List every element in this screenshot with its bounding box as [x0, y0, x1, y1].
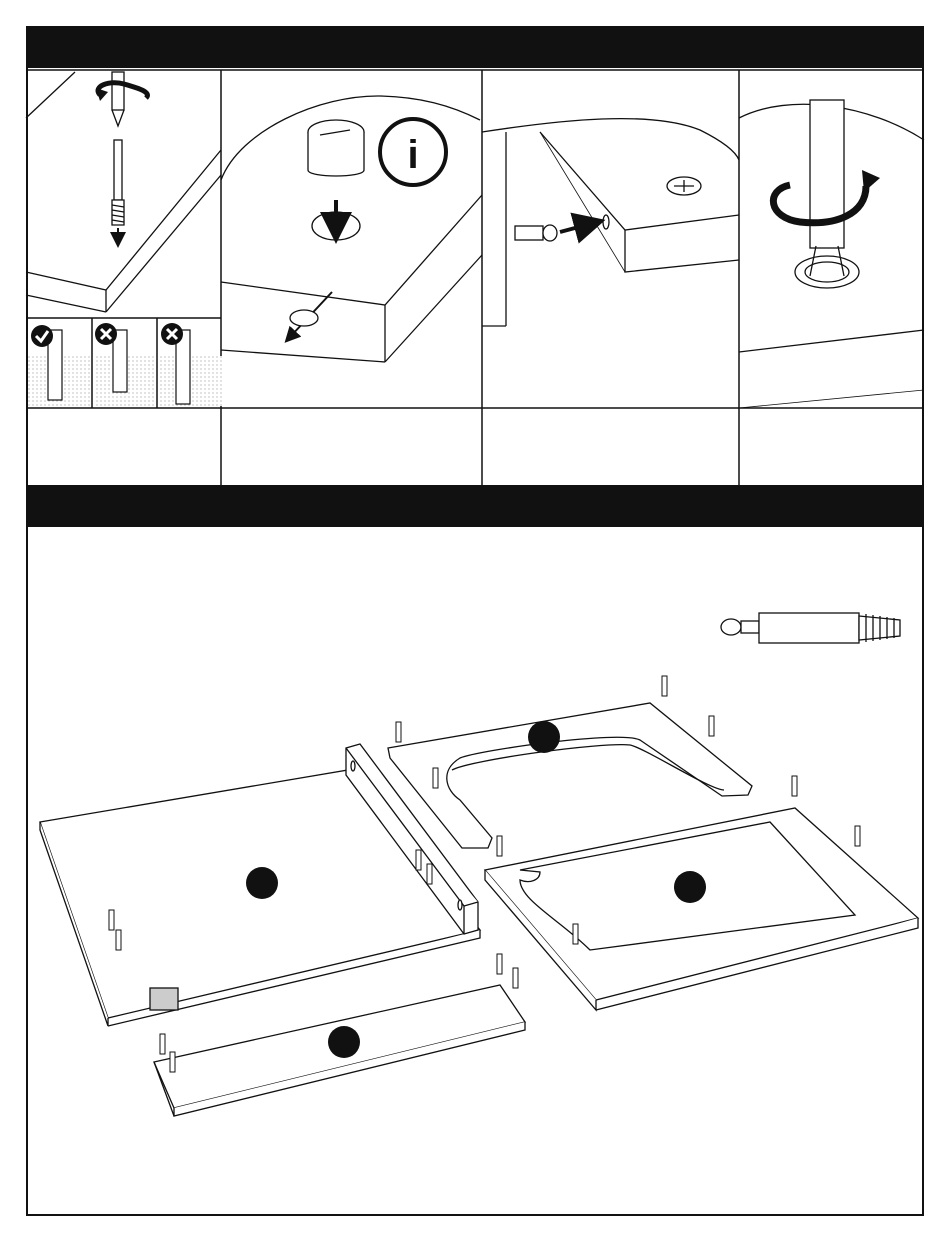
panel-3-bolt-insert: [482, 119, 739, 326]
info-glyph: i: [407, 133, 418, 177]
panel-4-tighten: [739, 100, 924, 408]
cross-mark-icon: [161, 323, 183, 345]
step-1-panels: [26, 70, 924, 485]
callout-left-panel: [246, 867, 278, 899]
panel-1-depth-checks: [28, 323, 222, 406]
info-icon: i: [380, 119, 446, 185]
callout-right-frame: [674, 871, 706, 903]
check-mark-icon: [31, 325, 53, 347]
panel-1-dowel-insert: [26, 72, 221, 312]
part-right-frame: [485, 808, 918, 1010]
callout-u-frame: [528, 721, 560, 753]
callout-bottom-board: [328, 1026, 360, 1058]
cam-bolt-hardware: [721, 613, 900, 643]
cross-mark-icon: [95, 323, 117, 345]
part-u-frame: [388, 703, 752, 848]
